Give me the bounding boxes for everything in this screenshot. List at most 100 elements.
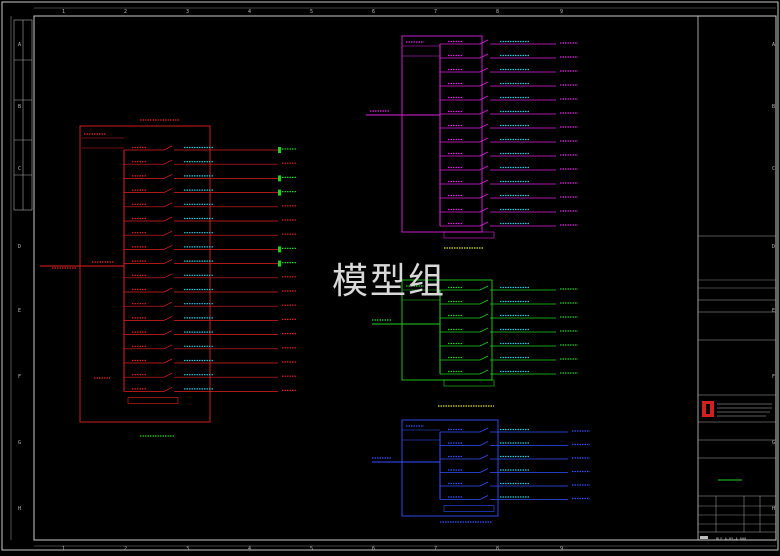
breaker-symbol bbox=[479, 151, 489, 157]
load-marker bbox=[278, 175, 281, 182]
column-number-bottom: 1 bbox=[62, 546, 65, 552]
column-number-top: 4 bbox=[248, 9, 251, 15]
row-letter-left: E bbox=[18, 308, 21, 314]
load-marker bbox=[278, 246, 281, 253]
column-number-bottom: 5 bbox=[310, 546, 313, 552]
column-number-bottom: 6 bbox=[372, 546, 375, 552]
row-letter-left: D bbox=[18, 244, 21, 250]
breaker-symbol bbox=[479, 109, 489, 115]
summary-box bbox=[127, 397, 179, 404]
panel-blue bbox=[372, 419, 590, 523]
row-letter-left: B bbox=[18, 104, 21, 110]
panel-enclosure bbox=[79, 125, 211, 423]
breaker-symbol bbox=[163, 316, 173, 321]
breaker-symbol bbox=[479, 123, 489, 129]
breaker-symbol bbox=[163, 330, 173, 335]
column-number-top: 7 bbox=[434, 9, 437, 15]
breaker-symbol bbox=[163, 372, 173, 378]
breaker-symbol bbox=[163, 273, 173, 279]
breaker-symbol bbox=[479, 207, 489, 213]
breaker-symbol bbox=[479, 67, 489, 73]
breaker-symbol bbox=[479, 441, 489, 446]
breaker-symbol bbox=[163, 344, 173, 350]
panel-green bbox=[372, 279, 578, 407]
breaker-symbol bbox=[163, 230, 173, 236]
breaker-symbol bbox=[479, 495, 489, 500]
breaker-symbol bbox=[479, 221, 489, 227]
load-marker bbox=[278, 189, 281, 196]
load-marker bbox=[278, 260, 281, 267]
row-letter-right: F bbox=[772, 374, 775, 380]
breaker-symbol bbox=[479, 313, 489, 319]
breaker-symbol bbox=[479, 165, 489, 171]
breaker-symbol bbox=[163, 245, 173, 250]
distribution-panels bbox=[40, 35, 590, 523]
panel-magenta bbox=[366, 35, 578, 249]
breaker-symbol bbox=[479, 53, 489, 59]
load-marker bbox=[278, 147, 281, 153]
summary-box bbox=[443, 379, 495, 387]
column-number-bottom: 4 bbox=[248, 546, 251, 552]
breaker-symbol bbox=[163, 387, 173, 392]
row-letter-right: H bbox=[772, 506, 775, 512]
column-number-bottom: 3 bbox=[186, 546, 189, 552]
breaker-symbol bbox=[479, 179, 489, 185]
breaker-symbol bbox=[479, 481, 489, 487]
row-letter-right: G bbox=[772, 440, 775, 446]
row-letter-left: G bbox=[18, 440, 21, 446]
title-block: BLE.A-05-A.000 bbox=[697, 15, 777, 541]
breaker-symbol bbox=[479, 355, 489, 361]
column-number-bottom: 8 bbox=[496, 546, 499, 552]
breaker-symbol bbox=[479, 341, 489, 347]
breaker-symbol bbox=[479, 137, 489, 143]
panel-red-left bbox=[40, 119, 296, 437]
row-letter-right: B bbox=[772, 104, 775, 110]
column-number-top: 2 bbox=[124, 9, 127, 15]
row-letter-right: E bbox=[772, 308, 775, 314]
column-number-bottom: 7 bbox=[434, 546, 437, 552]
breaker-symbol bbox=[163, 145, 173, 151]
breaker-symbol bbox=[163, 287, 173, 293]
summary-box bbox=[443, 231, 495, 239]
breaker-symbol bbox=[479, 285, 489, 291]
column-number-bottom: 2 bbox=[124, 546, 127, 552]
row-letter-right: C bbox=[772, 166, 775, 172]
breaker-symbol bbox=[479, 81, 489, 87]
row-letter-right: D bbox=[772, 244, 775, 250]
breaker-symbol bbox=[163, 216, 173, 222]
breaker-symbol bbox=[163, 202, 173, 208]
breaker-symbol bbox=[479, 427, 489, 433]
breaker-symbol bbox=[479, 454, 489, 460]
breaker-symbol bbox=[479, 369, 489, 375]
breaker-symbol bbox=[163, 188, 173, 193]
breaker-symbol bbox=[479, 95, 489, 101]
revision-strip bbox=[13, 19, 33, 211]
breaker-symbol bbox=[479, 193, 489, 199]
breaker-symbol bbox=[479, 299, 489, 305]
column-number-top: 9 bbox=[560, 9, 563, 15]
breaker-symbol bbox=[163, 358, 173, 364]
row-letter-left: C bbox=[18, 166, 21, 172]
breaker-symbol bbox=[163, 301, 173, 307]
column-number-top: 5 bbox=[310, 9, 313, 15]
row-letter-right: A bbox=[772, 42, 775, 48]
column-number-top: 3 bbox=[186, 9, 189, 15]
watermark-text: 模型组 bbox=[332, 261, 447, 302]
breaker-symbol bbox=[479, 327, 489, 333]
breaker-symbol bbox=[163, 259, 173, 264]
column-number-top: 1 bbox=[62, 9, 65, 15]
summary-box bbox=[443, 505, 495, 512]
row-letter-left: F bbox=[18, 374, 21, 380]
column-number-top: 6 bbox=[372, 9, 375, 15]
row-letter-left: A bbox=[18, 42, 21, 48]
drawing-number: BLE.A-05-A.000 bbox=[716, 537, 746, 541]
row-letter-left: H bbox=[18, 506, 21, 512]
company-logo-icon bbox=[702, 401, 714, 417]
panel-enclosure bbox=[401, 419, 499, 517]
column-number-bottom: 9 bbox=[560, 546, 563, 552]
breaker-symbol bbox=[479, 468, 489, 473]
